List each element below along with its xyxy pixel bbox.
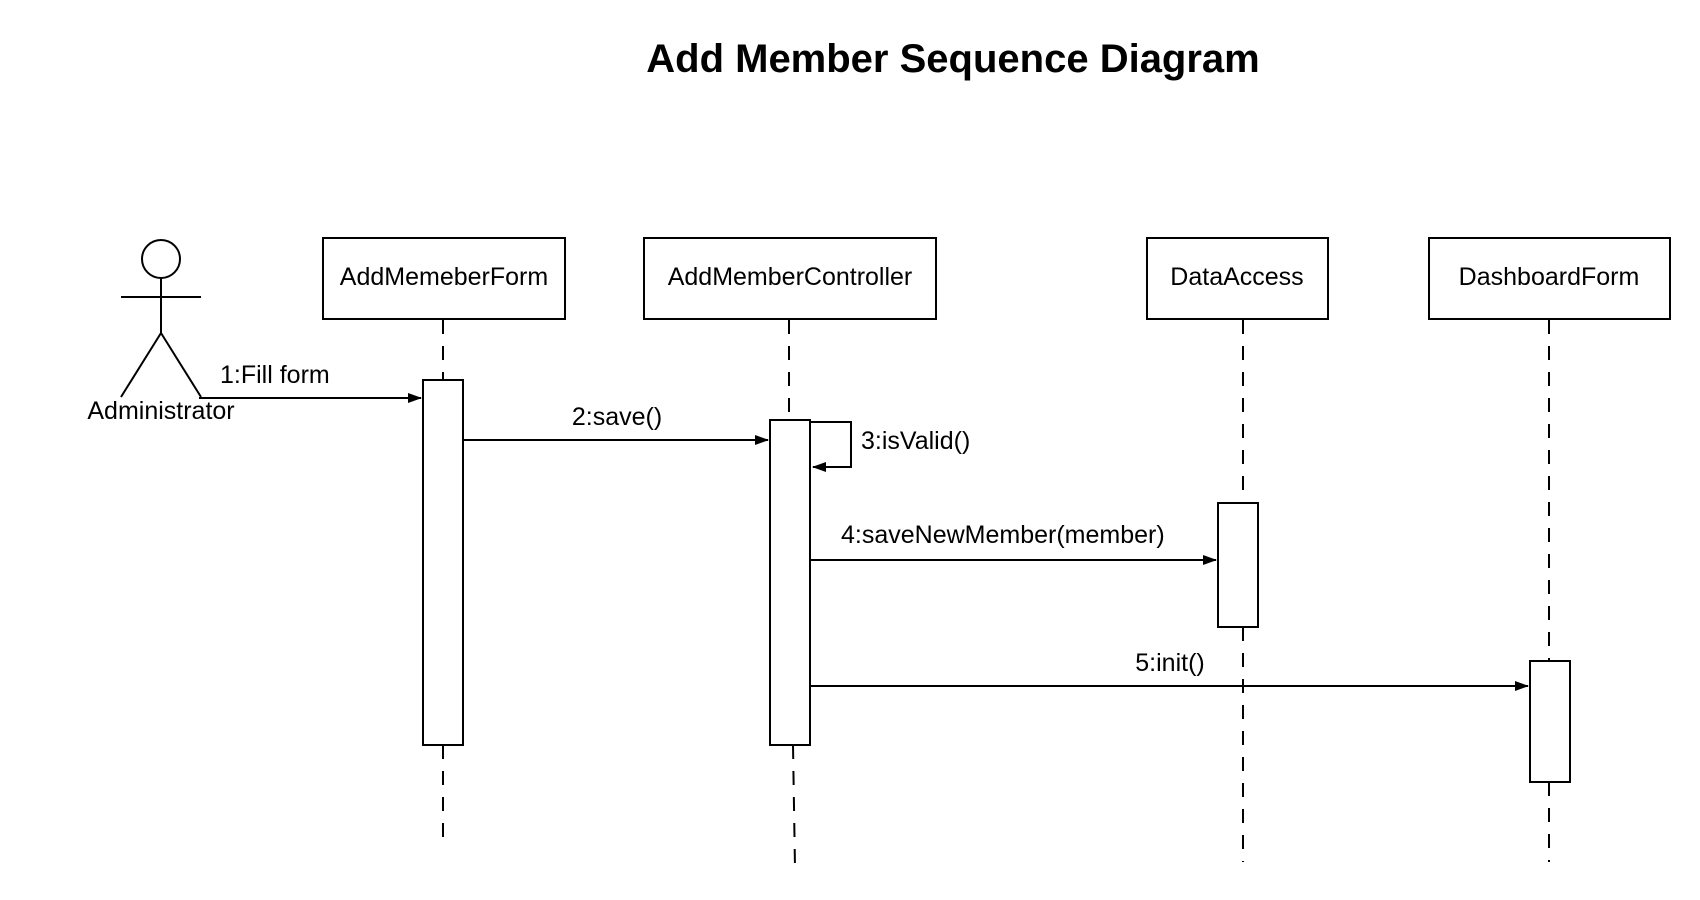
actor-label: Administrator	[87, 397, 234, 425]
message-save-new-member: 4:saveNewMember(member)	[810, 521, 1217, 565]
participant-label: DataAccess	[1170, 263, 1303, 291]
participant-dashboard-form: DashboardForm	[1428, 237, 1671, 320]
participant-label: AddMemeberForm	[340, 263, 548, 291]
activation-add-memeber-form	[422, 379, 464, 746]
message-fill-form: 1:Fill form	[199, 361, 422, 403]
participant-data-access: DataAccess	[1146, 237, 1329, 320]
lifeline-add-member-controller-bottom	[792, 744, 796, 869]
activation-add-member-controller	[769, 419, 811, 746]
diagram-title: Add Member Sequence Diagram	[646, 37, 1260, 81]
message-label: 1:Fill form	[220, 361, 330, 389]
message-label: 3:isValid()	[861, 427, 970, 455]
message-save: 2:save()	[463, 403, 769, 445]
message-label: 4:saveNewMember(member)	[841, 521, 1165, 549]
participant-add-member-controller: AddMemberController	[643, 237, 937, 320]
participant-add-memeber-form: AddMemeberForm	[322, 237, 566, 320]
participant-box	[643, 237, 937, 320]
actor-left-leg	[120, 332, 162, 398]
participant-label: AddMemberController	[668, 263, 913, 291]
participant-label: DashboardForm	[1459, 263, 1640, 291]
message-label: 2:save()	[572, 403, 662, 431]
participant-box	[1146, 237, 1329, 320]
message-init: 5:init()	[810, 649, 1529, 691]
message-label: 5:init()	[1135, 649, 1204, 677]
message-is-valid: 3:isValid()	[810, 421, 970, 472]
message-arrow	[810, 421, 852, 472]
actor-administrator: Administrator	[87, 239, 235, 425]
actor-head	[141, 239, 181, 279]
activation-data-access	[1217, 502, 1259, 628]
activation-dashboard-form	[1529, 660, 1571, 783]
participant-box	[1428, 237, 1671, 320]
actor-right-leg	[160, 332, 202, 398]
participant-box	[322, 237, 566, 320]
